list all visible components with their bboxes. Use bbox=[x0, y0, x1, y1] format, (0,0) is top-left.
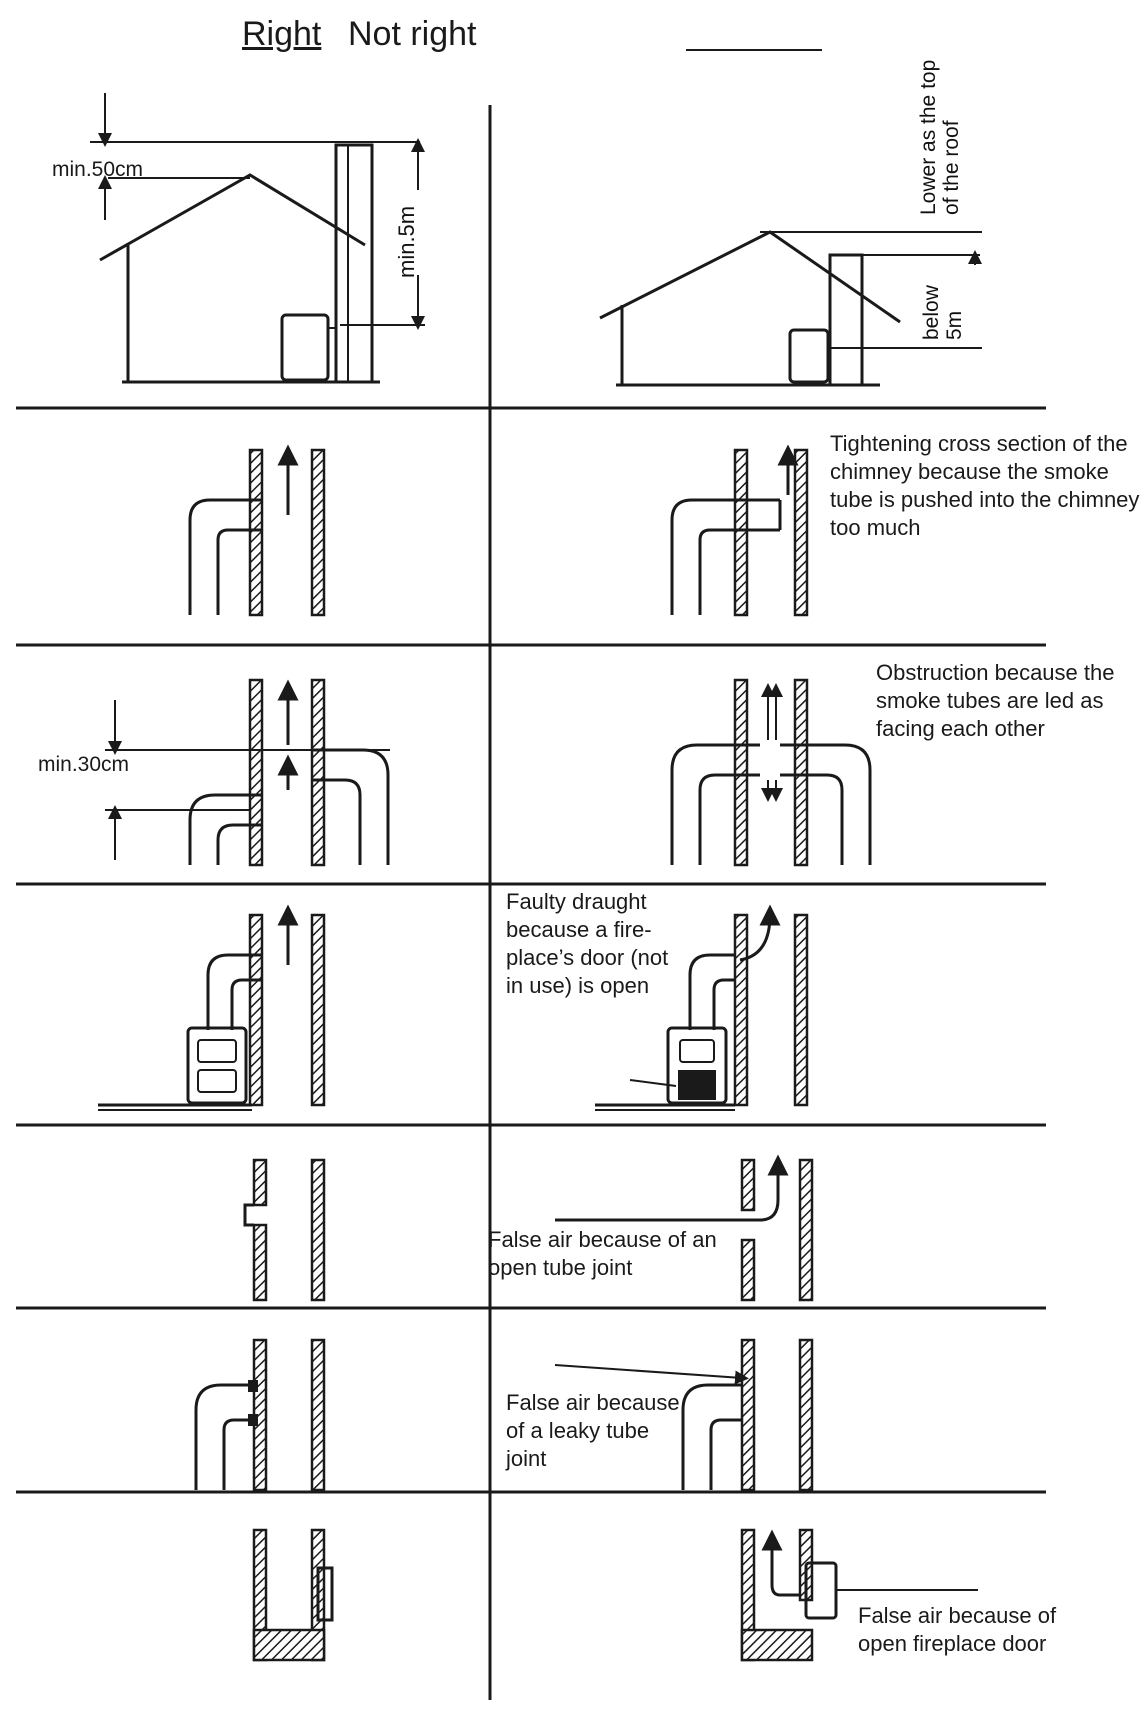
boiler-icon-3 bbox=[666, 1026, 728, 1105]
chimney-sealed-joint bbox=[194, 1338, 326, 1492]
fireplace-open bbox=[740, 1528, 978, 1662]
boiler-icon bbox=[280, 313, 330, 382]
label-faulty-draught: Faulty draught because a fire-place’s do… bbox=[506, 889, 669, 998]
label-obstruction: Obstruction because the smoke tubes are … bbox=[876, 660, 1115, 741]
label-tightening: Tightening cross section of the chimney … bbox=[830, 431, 1140, 540]
label-false-air-leaky-joint: False air because of a leaky tube joint bbox=[506, 1390, 680, 1471]
chimney-boiler-open-fireplace bbox=[595, 904, 809, 1111]
header-not-right-label: Not right bbox=[348, 15, 477, 53]
boiler-icon-2 bbox=[186, 1026, 248, 1105]
chimney-open-joint bbox=[555, 1154, 814, 1302]
house-right-diagram bbox=[90, 93, 425, 384]
boiler-icon-wrong bbox=[788, 328, 830, 384]
chimney-offset-tubes bbox=[105, 678, 390, 867]
label-false-air-open-joint: False air because of an open tube joint bbox=[488, 1227, 717, 1280]
chimney-boiler-correct bbox=[98, 904, 326, 1111]
fireplace-closed bbox=[252, 1528, 334, 1662]
header-right-label: Right bbox=[242, 15, 322, 53]
label-min-30cm: min.30cm bbox=[38, 753, 130, 776]
grid-lines bbox=[16, 105, 1046, 1700]
chimney-leaky-joint bbox=[554, 1338, 814, 1492]
chimney-correct-entry bbox=[188, 444, 326, 617]
chimney-facing-tubes bbox=[670, 678, 872, 867]
label-min-50cm: min.50cm bbox=[52, 158, 144, 181]
house-wrong-diagram bbox=[599, 230, 982, 387]
label-false-air-fireplace: False air because of open fireplace door bbox=[858, 1603, 1057, 1656]
chimney-tube-pushed-in bbox=[670, 444, 809, 617]
chimney-closed-joint bbox=[243, 1158, 326, 1302]
